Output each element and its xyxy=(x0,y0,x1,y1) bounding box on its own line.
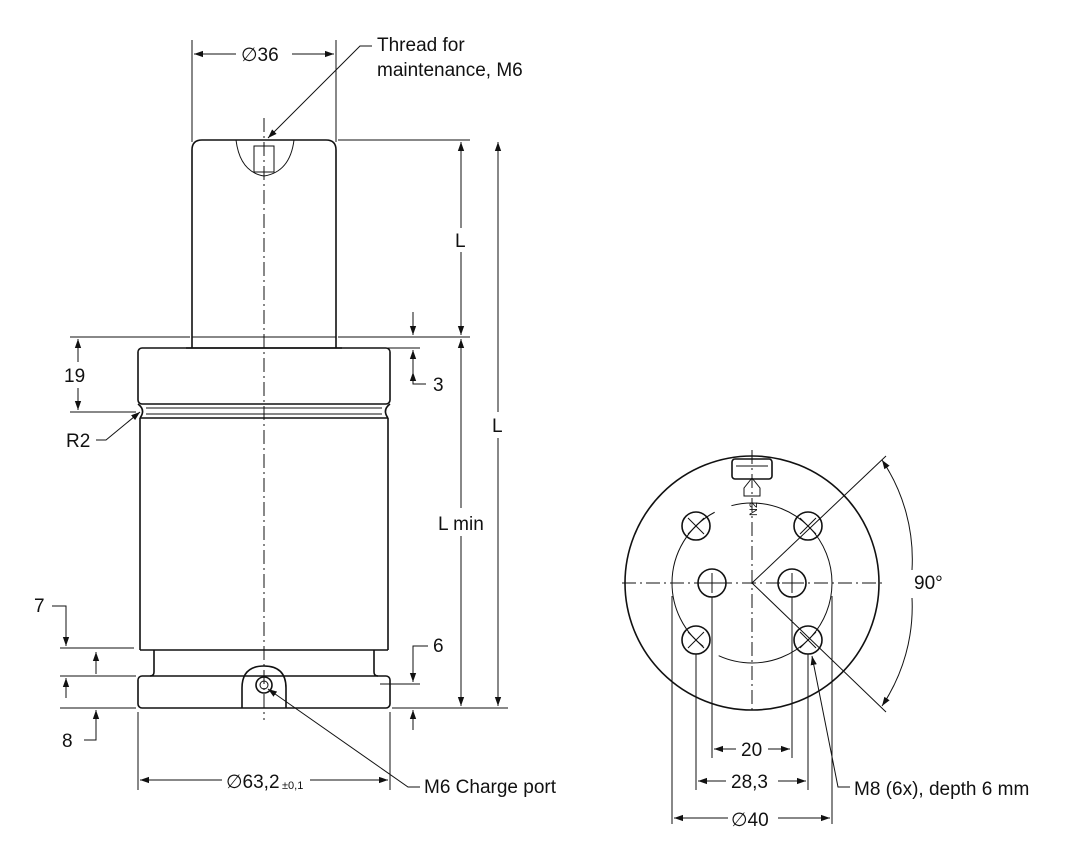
piston-rod xyxy=(191,139,337,348)
r2-leader xyxy=(96,411,141,441)
m8-hole-4 xyxy=(793,625,823,655)
dim-8: 8 xyxy=(62,731,73,752)
dim-L-min: L min xyxy=(438,514,484,535)
angle-ray-upper xyxy=(751,455,887,584)
thread-note-line1: Thread for xyxy=(377,35,465,56)
dim-28-3: 28,3 xyxy=(731,772,768,793)
top-maintenance-thread xyxy=(731,458,773,480)
dim-dia-36: ∅36 xyxy=(241,45,279,66)
dim-dia-40: ∅40 xyxy=(731,810,769,831)
nitrogen-mark: N2 xyxy=(748,502,760,516)
dim-90-deg: 90° xyxy=(914,573,943,594)
thread-note-line2: maintenance, M6 xyxy=(377,60,523,81)
m8-hole-1 xyxy=(681,511,711,541)
angle-ray-lower xyxy=(751,582,887,713)
m8-hole-6 xyxy=(777,568,807,598)
dim-L-stroke: L xyxy=(455,231,466,252)
m8-hole-5 xyxy=(697,568,727,598)
dim-6: 6 xyxy=(433,636,444,657)
maintenance-thread-outline xyxy=(235,139,295,177)
dim-L-total: L xyxy=(492,416,503,437)
dim-7: 7 xyxy=(34,596,45,617)
m8-hole-3 xyxy=(681,625,711,655)
m8-note: M8 (6x), depth 6 mm xyxy=(854,779,1029,800)
charge-port-leader xyxy=(267,688,420,788)
charge-port-label: M6 Charge port xyxy=(424,777,557,798)
m8-hole-2 xyxy=(793,511,823,541)
dim-3: 3 xyxy=(433,375,444,396)
dim-dia-63: ∅63,2 xyxy=(226,772,280,793)
dim-20: 20 xyxy=(741,740,762,761)
r2-groove xyxy=(137,403,391,419)
top-view: N2 90° 20 28,3 ∅40 M8 (6x), d xyxy=(622,450,1029,831)
m8-leader xyxy=(810,655,850,788)
thread-note-leader xyxy=(267,45,372,139)
dim-19: 19 xyxy=(64,366,85,387)
side-view: ∅36 Thread for maintenance, M6 L L L min… xyxy=(34,35,557,798)
dim-dia-63-tol: ±0,1 xyxy=(282,780,303,792)
filling-valve xyxy=(743,477,761,497)
dim-R2: R2 xyxy=(66,431,90,452)
